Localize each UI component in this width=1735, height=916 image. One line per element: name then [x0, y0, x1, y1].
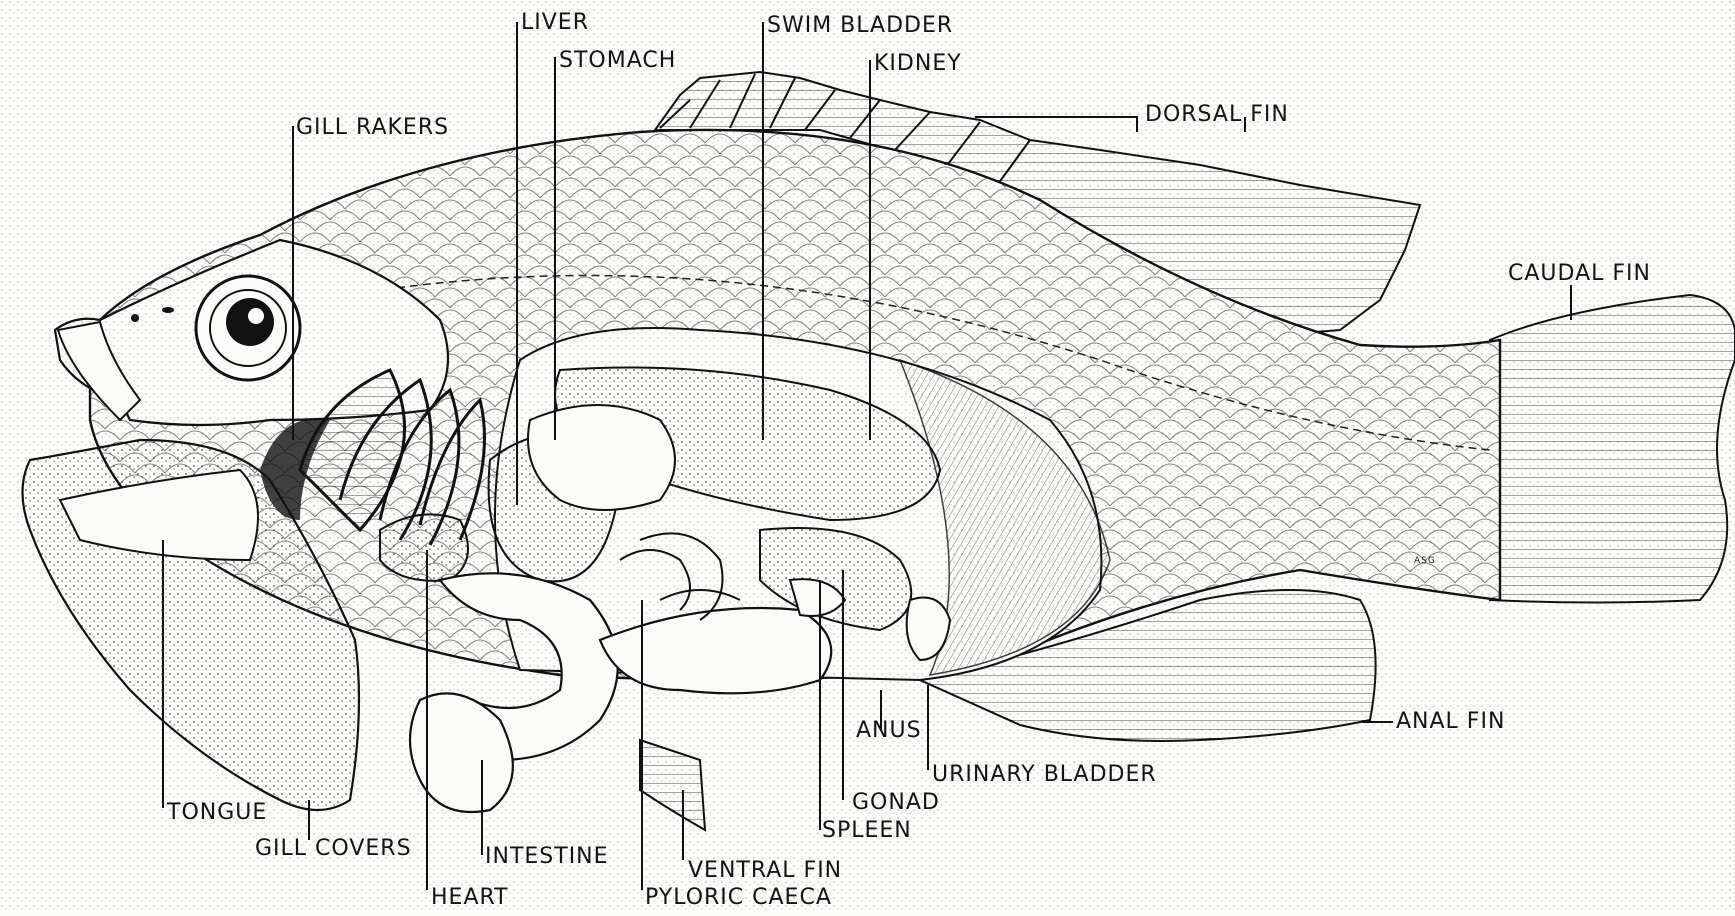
label-dorsal-fin: DORSAL FIN [1145, 104, 1289, 126]
label-heart: HEART [431, 887, 509, 909]
heart-drawing [380, 514, 468, 580]
label-kidney: KIDNEY [874, 53, 962, 75]
label-gill-rakers: GILL RAKERS [296, 117, 449, 139]
label-liver: LIVER [521, 12, 589, 34]
label-spleen: SPLEEN [822, 820, 912, 842]
label-anus: ANUS [856, 720, 922, 742]
label-ventral-fin: VENTRAL FIN [688, 860, 842, 882]
label-swim-bladder: SWIM BLADDER [767, 15, 953, 37]
label-tongue: TONGUE [167, 802, 267, 824]
label-anal-fin: ANAL FIN [1396, 711, 1505, 733]
label-gonad: GONAD [852, 792, 940, 814]
label-gill-covers: GILL COVERS [255, 838, 412, 860]
label-caudal-fin: CAUDAL FIN [1508, 263, 1651, 285]
label-pyloric-caeca: PYLORIC CAECA [645, 887, 832, 909]
label-intestine: INTESTINE [485, 846, 609, 868]
label-stomach: STOMACH [559, 50, 676, 72]
artist-signature: ASG [1414, 556, 1436, 566]
eye-drawing [196, 276, 300, 380]
label-urinary-bladder: URINARY BLADDER [932, 764, 1157, 786]
